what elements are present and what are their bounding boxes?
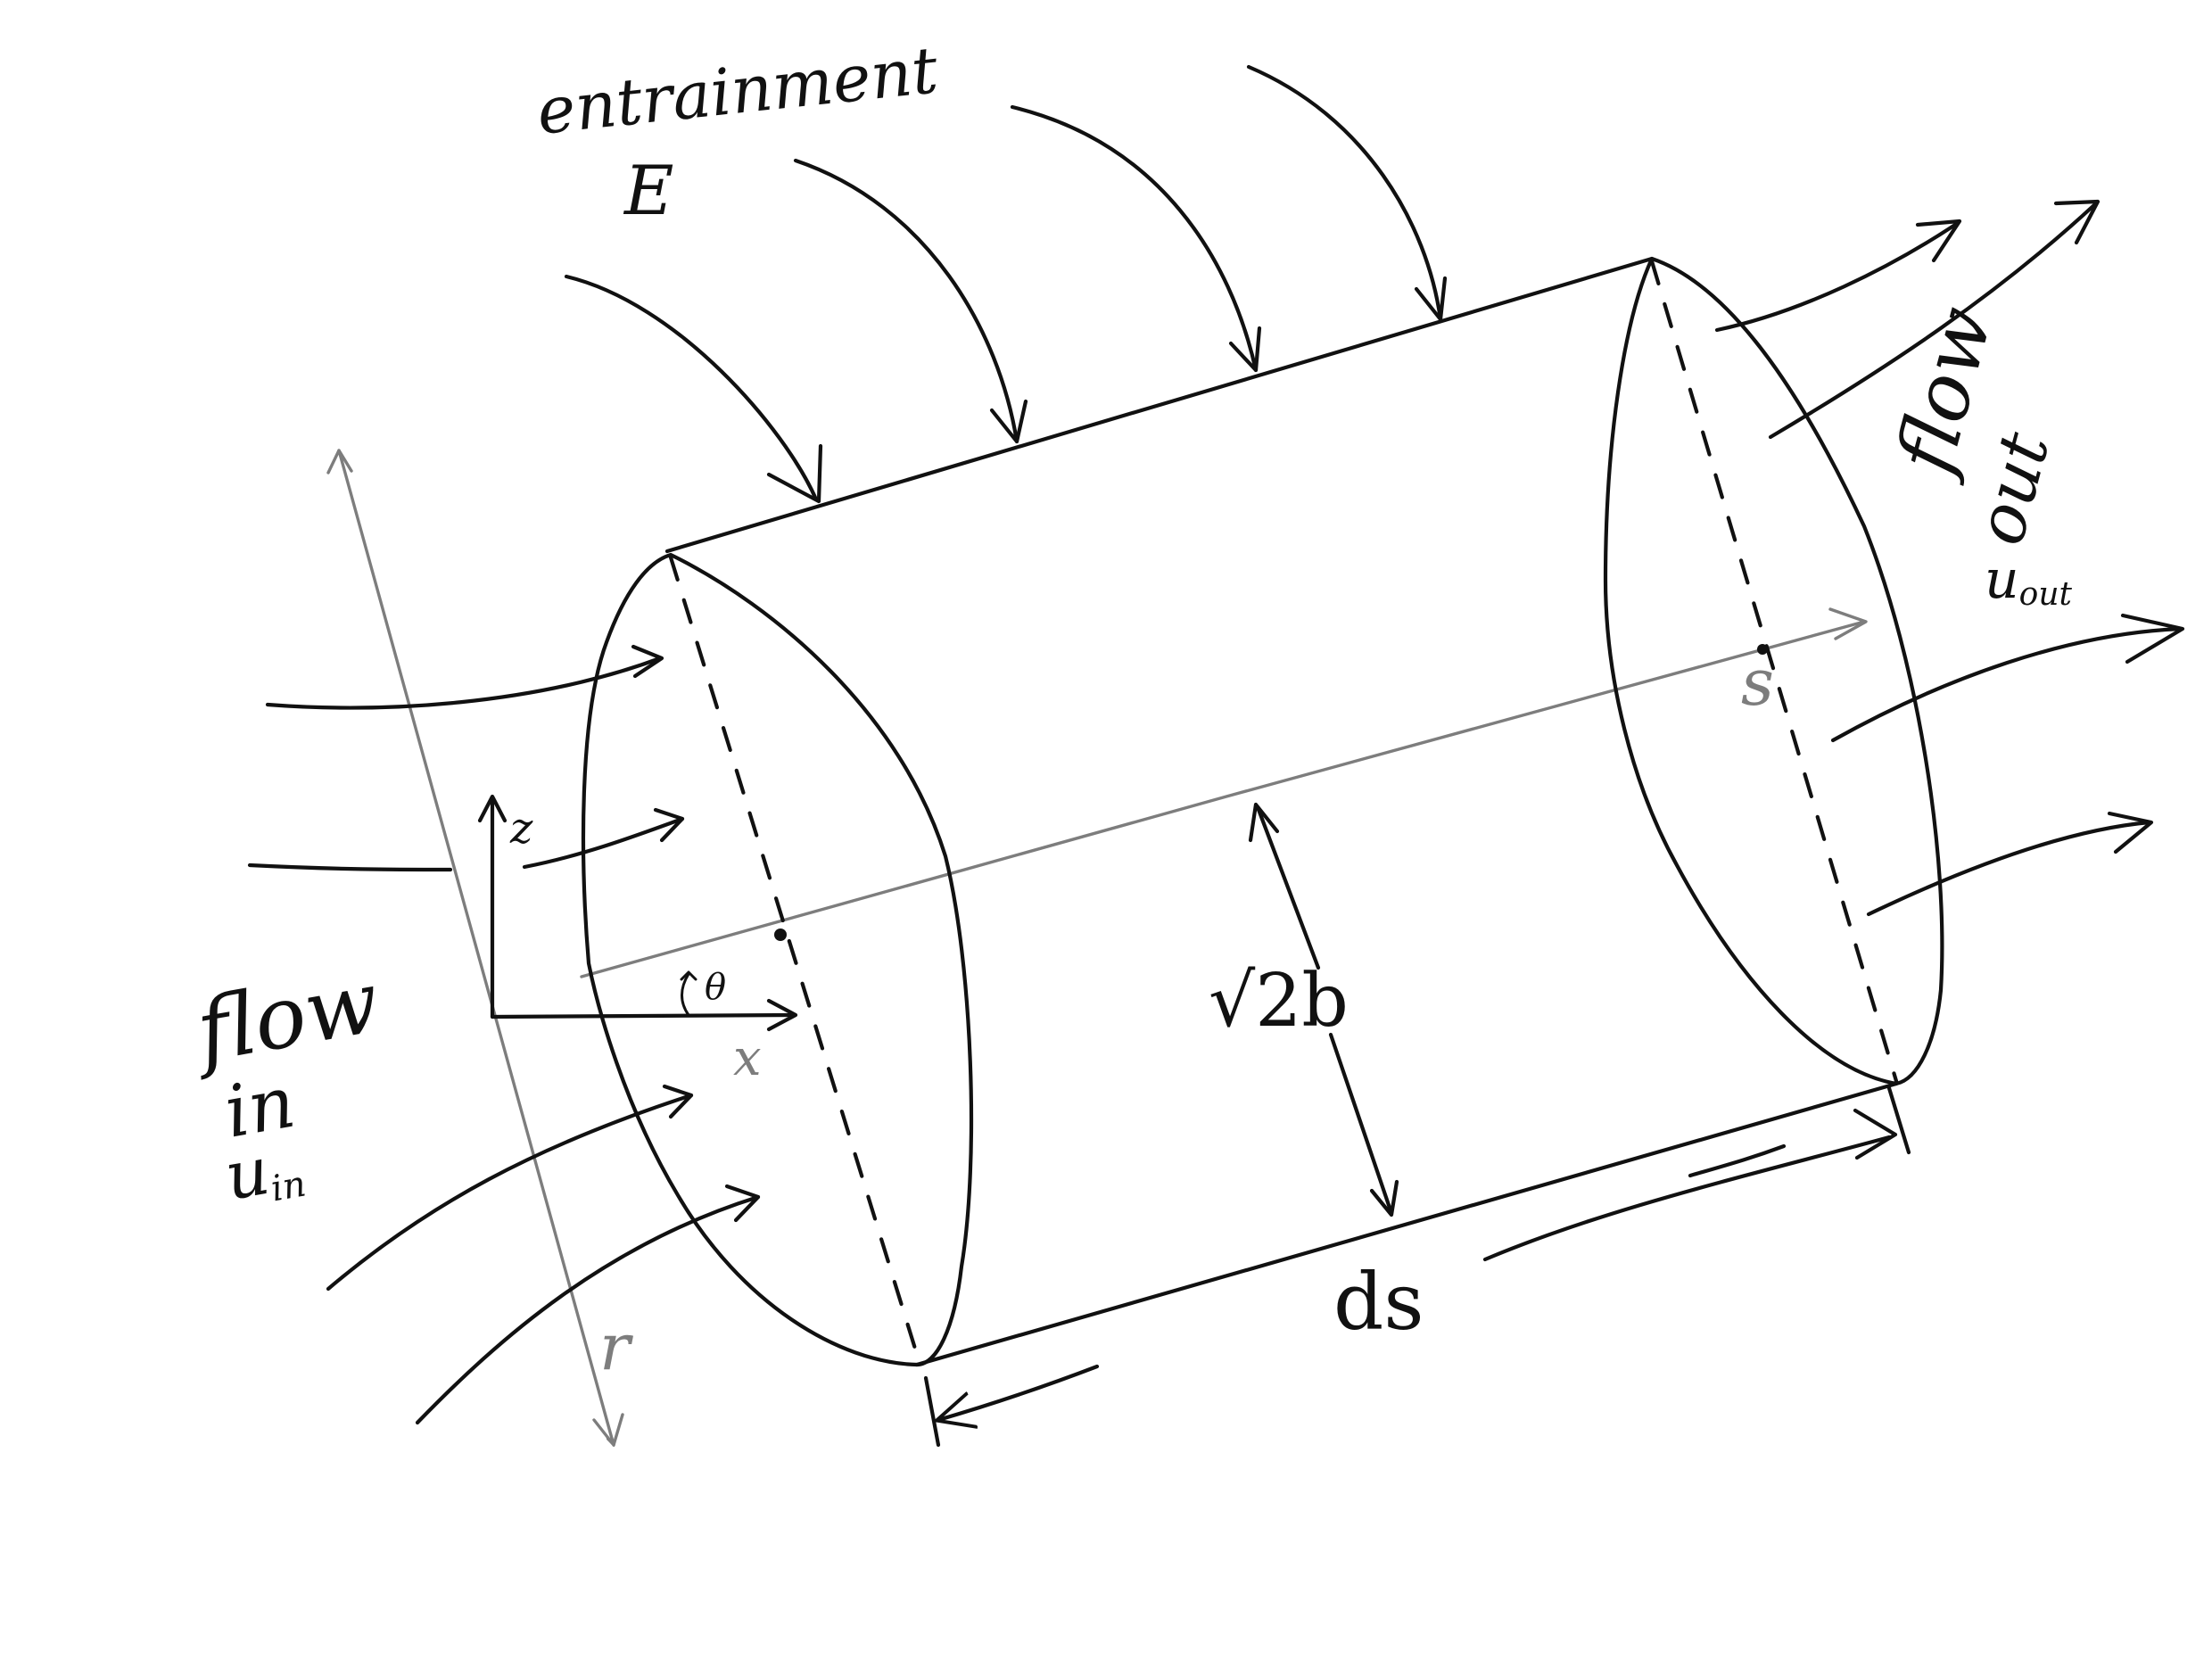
entrainment-arrow-1 bbox=[564, 274, 819, 502]
right-face-solid bbox=[1603, 256, 1944, 1086]
theta-angle-tick bbox=[680, 970, 697, 981]
inflow-arrow-2 bbox=[247, 863, 453, 872]
entrainment-arrow-2 bbox=[793, 158, 1019, 444]
right-face-dashed-diameter bbox=[1649, 259, 1899, 1084]
left-face-solid bbox=[581, 552, 974, 1367]
outflow-arrow-4 bbox=[1866, 820, 2152, 917]
x-axis bbox=[490, 1012, 796, 1019]
inflow-arrow-1 bbox=[265, 656, 663, 710]
outflow-arrow-4-head bbox=[2107, 811, 2154, 854]
x-axis-label: x bbox=[733, 1029, 762, 1087]
entrainment-arrow-4-head bbox=[1414, 276, 1448, 322]
length-dimension-left bbox=[938, 1364, 1100, 1420]
width-dimension-top bbox=[1255, 805, 1321, 970]
width-label: √2b bbox=[1209, 959, 1349, 1044]
z-axis-label: z bbox=[509, 804, 533, 854]
length-dimension-right-tick bbox=[1886, 1085, 1911, 1155]
width-dimension-bottom bbox=[1328, 1032, 1394, 1216]
inflow-arrow-3 bbox=[326, 1093, 694, 1292]
r-axis-arrowhead-bottom bbox=[592, 1413, 624, 1447]
left-face-dashed-diameter bbox=[668, 555, 921, 1363]
inflow-arrow-2-head bbox=[653, 807, 685, 843]
theta-angle-arc bbox=[681, 972, 690, 1017]
z-axis-arrowhead bbox=[477, 794, 508, 823]
right-center-dot bbox=[1757, 644, 1768, 655]
s-axis-arrowhead bbox=[1828, 607, 1868, 640]
length-dimension-left-tick bbox=[923, 1375, 941, 1448]
theta-label: θ bbox=[705, 967, 726, 1008]
r-axis bbox=[337, 449, 614, 1445]
inflow-arrow-3-head bbox=[662, 1084, 694, 1119]
r-axis-arrowhead-top bbox=[326, 449, 353, 475]
entrainment-arrow-1-head bbox=[766, 443, 823, 504]
cylinder-top-edge bbox=[664, 256, 1655, 554]
outflow-arrow-3 bbox=[1830, 626, 2183, 743]
outflow-arrow-2-head bbox=[2053, 199, 2101, 245]
inflow-arrow-1-head bbox=[631, 644, 664, 679]
entrainment-label: entrainment bbox=[533, 32, 942, 149]
inflow-arrow-2b bbox=[522, 816, 685, 870]
length-dimension-right bbox=[1482, 1135, 1892, 1262]
width-dimension-top-head bbox=[1248, 802, 1280, 843]
inflow-arrow-4-head bbox=[724, 1184, 761, 1223]
outflow-arrow-1 bbox=[1714, 220, 1960, 333]
inflow-arrow-4 bbox=[415, 1194, 761, 1425]
left-center-dot bbox=[774, 929, 787, 941]
flow-in-label-line2: in bbox=[219, 1061, 301, 1154]
length-label: ds bbox=[1333, 1256, 1424, 1348]
width-dimension-bottom-head bbox=[1369, 1179, 1399, 1217]
cylinder-bottom-edge bbox=[914, 1081, 1899, 1367]
entrainment-arrow-3-head bbox=[1228, 326, 1262, 373]
length-dimension-right-stroke2 bbox=[1688, 1143, 1787, 1178]
outflow-arrow-2 bbox=[1768, 201, 2099, 440]
s-axis bbox=[580, 620, 1866, 978]
entrainment-arrow-4 bbox=[1246, 64, 1443, 322]
outflow-arrow-3-head bbox=[2120, 613, 2185, 664]
entrainment-arrow-3 bbox=[1010, 104, 1259, 373]
s-axis-label: s bbox=[1741, 645, 1774, 720]
outflow-arrow-1-head bbox=[1915, 219, 1962, 263]
length-dimension-right-head bbox=[1853, 1108, 1898, 1160]
entrainment-symbol-label: E bbox=[623, 151, 673, 230]
r-axis-label: r bbox=[599, 1309, 633, 1384]
flow-out-velocity-label: uout bbox=[1985, 549, 2073, 613]
x-axis-arrowhead bbox=[766, 998, 798, 1032]
entrainment-arrow-2-head bbox=[989, 399, 1028, 444]
